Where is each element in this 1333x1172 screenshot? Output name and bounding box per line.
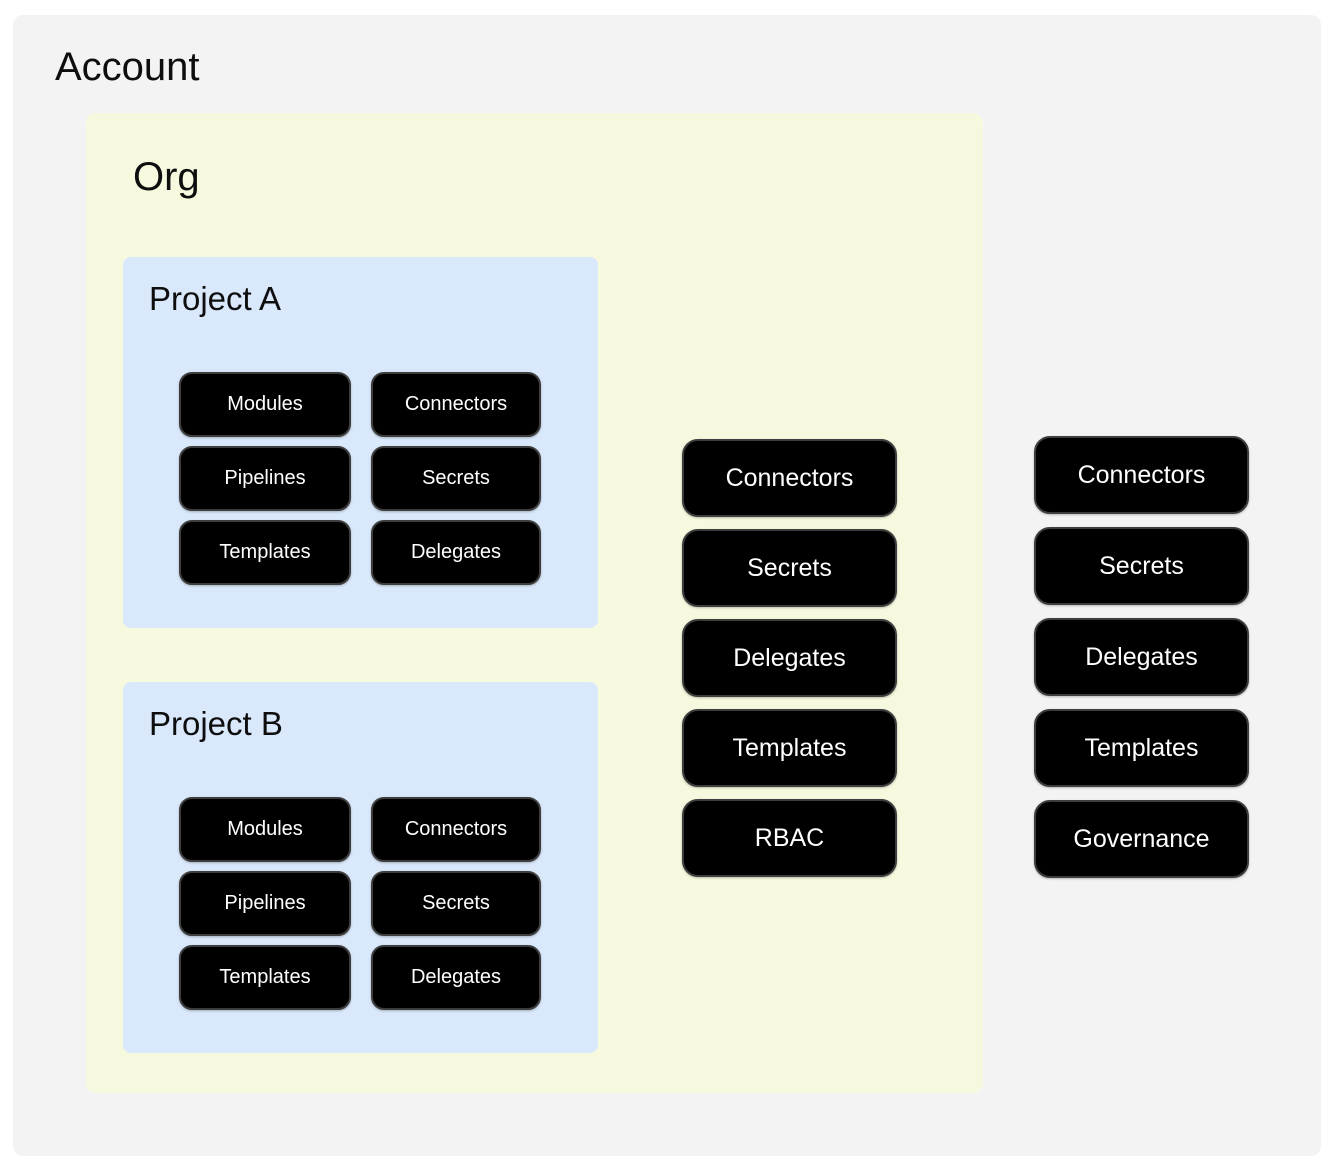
project-a-pill-modules: Modules <box>179 372 351 437</box>
project-b-pill-delegates: Delegates <box>371 945 541 1010</box>
project-a-pill-delegates: Delegates <box>371 520 541 585</box>
project-a-pill-grid: Modules Connectors Pipelines Secrets Tem… <box>179 372 541 585</box>
account-pill-delegates: Delegates <box>1034 618 1249 696</box>
project-b-pill-connectors: Connectors <box>371 797 541 862</box>
org-pill-rbac: RBAC <box>682 799 897 877</box>
account-box: Account Org Project A Modules Connectors… <box>13 15 1321 1156</box>
org-pill-connectors: Connectors <box>682 439 897 517</box>
project-a-title: Project A <box>149 280 282 317</box>
org-pill-templates: Templates <box>682 709 897 787</box>
org-box: Org Project A Modules Connectors Pipelin… <box>86 113 983 1093</box>
project-a-box: Project A Modules Connectors Pipelines S… <box>123 257 598 628</box>
project-b-pill-modules: Modules <box>179 797 351 862</box>
account-pill-templates: Templates <box>1034 709 1249 787</box>
project-b-box: Project B Modules Connectors Pipelines S… <box>123 682 598 1053</box>
org-pill-column: Connectors Secrets Delegates Templates R… <box>682 439 897 877</box>
account-pill-connectors: Connectors <box>1034 436 1249 514</box>
project-a-pill-pipelines: Pipelines <box>179 446 351 511</box>
account-pill-secrets: Secrets <box>1034 527 1249 605</box>
account-pill-governance: Governance <box>1034 800 1249 878</box>
project-a-pill-templates: Templates <box>179 520 351 585</box>
org-pill-delegates: Delegates <box>682 619 897 697</box>
project-b-pill-templates: Templates <box>179 945 351 1010</box>
org-title: Org <box>133 155 200 199</box>
account-pill-column: Connectors Secrets Delegates Templates G… <box>1034 436 1249 878</box>
project-b-title: Project B <box>149 705 283 742</box>
project-b-pill-secrets: Secrets <box>371 871 541 936</box>
org-pill-secrets: Secrets <box>682 529 897 607</box>
account-title: Account <box>55 45 200 89</box>
project-a-pill-connectors: Connectors <box>371 372 541 437</box>
project-a-pill-secrets: Secrets <box>371 446 541 511</box>
project-b-pill-pipelines: Pipelines <box>179 871 351 936</box>
project-b-pill-grid: Modules Connectors Pipelines Secrets Tem… <box>179 797 541 1010</box>
